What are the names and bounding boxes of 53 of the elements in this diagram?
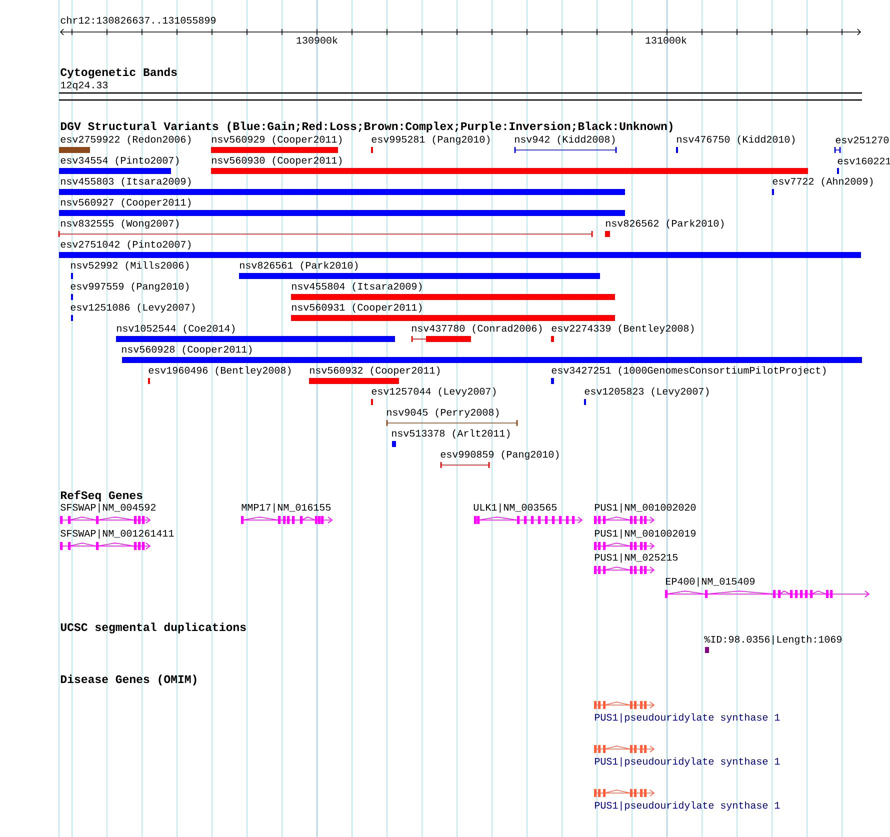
feature-label: esv990859 (Pang2010) xyxy=(440,450,559,460)
track-heading: Cytogenetic Bands xyxy=(60,68,177,78)
gene-label: EP400|NM_015409 xyxy=(666,577,755,587)
track-heading: Disease Genes (OMIM) xyxy=(60,674,196,686)
feature-label: nsv476750 (Kidd2010) xyxy=(677,135,795,145)
feature-label: nsv826561 (Park2010) xyxy=(240,261,358,271)
gene-label: PUS1|NM_025215 xyxy=(595,553,678,563)
gene-label: MMP17|NM_016155 xyxy=(242,503,331,513)
gene-label: SFSWAP|NM_001261411 xyxy=(60,529,174,539)
axis-tick-label: 131000k xyxy=(646,36,686,44)
axis-tick-label: 130900k xyxy=(296,36,338,44)
gene-label: PUS1|NM_001002019 xyxy=(595,529,696,539)
feature-label: nsv1052544 (Coe2014) xyxy=(117,324,235,334)
feature-label: esv995281 (Pang2010) xyxy=(372,135,490,145)
feature-label: esv1257044 (Levy2007) xyxy=(372,387,496,397)
feature-label: esv34554 (Pinto2007) xyxy=(60,156,179,166)
feature-label: nsv560931 (Cooper2011) xyxy=(292,303,422,313)
band-label: 12q24.33 xyxy=(60,82,108,90)
feature-label: esv3427251 (1000GenomesConsortiumPilotProject) xyxy=(552,366,826,376)
gene-label: SFSWAP|NM_004592 xyxy=(60,503,156,513)
feature-label: esv2751042 (Pinto2007) xyxy=(60,240,191,250)
gene-label: ULK1|NM_003565 xyxy=(474,503,557,513)
gene-label: PUS1|pseudouridylate synthase 1 xyxy=(595,801,780,811)
gene-label: PUS1|pseudouridylate synthase 1 xyxy=(595,757,780,767)
feature-label: esv2759922 (Redon2006) xyxy=(60,135,191,145)
feature-label: nsv455804 (Itsara2009) xyxy=(292,282,422,292)
position-label: chr12:130826637..131055899 xyxy=(60,16,216,24)
feature-label: esv1960496 (Bentley2008) xyxy=(148,366,291,376)
feature-label: nsv560932 (Cooper2011) xyxy=(310,366,440,376)
feature-label: nsv52992 (Mills2006) xyxy=(71,261,189,271)
feature-label: nsv437780 (Conrad2006) xyxy=(412,324,542,334)
feature-label: esv251270 xyxy=(836,136,889,144)
feature-label: nsv560930 (Cooper2011) xyxy=(212,156,342,166)
gene-label: PUS1|pseudouridylate synthase 1 xyxy=(595,713,780,723)
feature-label: esv7722 (Ahn2009) xyxy=(772,177,873,187)
feature-label: esv1251086 (Levy2007) xyxy=(70,303,195,313)
feature-label: esv997559 (Pang2010) xyxy=(70,282,189,292)
feature-label: nsv455803 (Itsara2009) xyxy=(61,177,191,187)
feature-label: nsv560927 (Cooper2011) xyxy=(61,198,191,208)
feature-label: nsv826562 (Park2010) xyxy=(606,219,724,229)
gene-label: PUS1|NM_001002020 xyxy=(595,503,696,513)
feature-label: %ID:98.0356|Length:1069 xyxy=(704,635,842,645)
feature-label: esv2274339 (Bentley2008) xyxy=(552,324,694,334)
feature-label: nsv560928 (Cooper2011) xyxy=(122,345,252,355)
track-heading: RefSeq Genes xyxy=(60,490,142,502)
feature-label: esv1205823 (Levy2007) xyxy=(584,387,709,397)
feature-label: nsv832555 (Wong2007) xyxy=(61,219,179,229)
feature-label: nsv942 (Kidd2008) xyxy=(515,135,615,145)
track-heading: DGV Structural Variants (Blue:Gain;Red:Loss;Brown:Complex;Purple:Inversion;Black:Unknown) xyxy=(60,122,672,132)
feature-label: nsv513378 (Arlt2011) xyxy=(392,429,510,439)
feature-label: nsv560929 (Cooper2011) xyxy=(212,135,342,145)
feature-label: nsv9045 (Perry2008) xyxy=(387,408,499,418)
track-heading: UCSC segmental duplications xyxy=(60,622,246,634)
